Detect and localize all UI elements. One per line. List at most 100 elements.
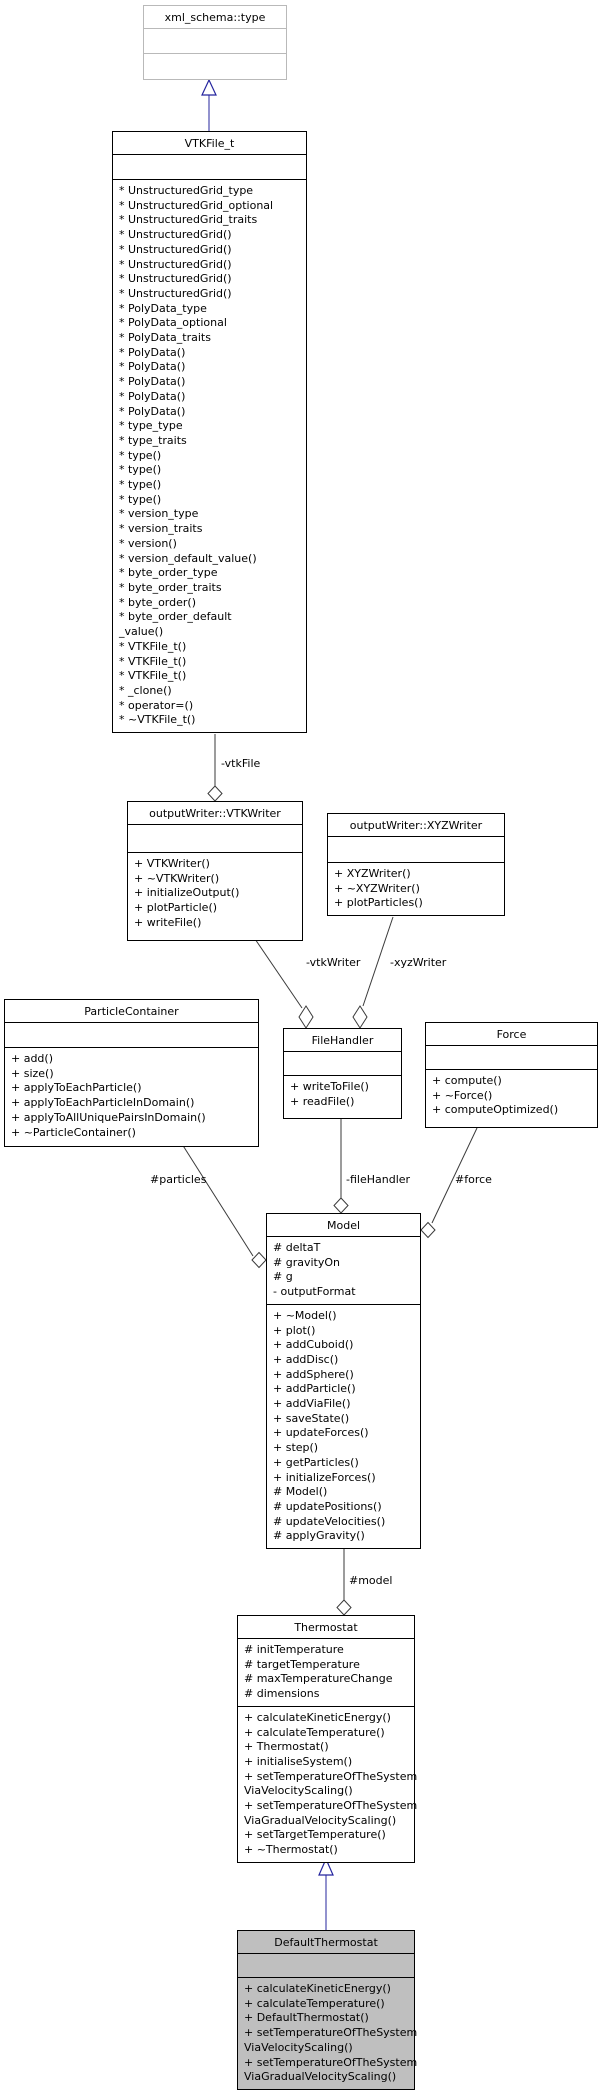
class-box-thermostat[interactable]: Thermostat # initTemperature# targetTemp… <box>237 1615 418 1863</box>
member-line: + applyToEachParticle() <box>11 1081 142 1095</box>
member-line: ViaVelocityScaling() <box>244 2040 353 2054</box>
class-box-filehandler[interactable]: FileHandler + writeToFile()+ readFile() <box>283 1028 402 1120</box>
methods-compartment: + VTKWriter()+ ~VTKWriter()+ initializeO… <box>128 853 302 940</box>
member-line: # g <box>273 1270 293 1284</box>
attributes-compartment <box>5 1023 258 1048</box>
aggregation-diamond-icon <box>333 1197 349 1214</box>
methods-compartment: + writeToFile()+ readFile() <box>284 1076 401 1118</box>
member-line: * PolyData() <box>119 345 186 359</box>
class-title: FileHandler <box>284 1029 401 1052</box>
member-line: + calculateTemperature() <box>244 1996 385 2010</box>
member-line: + initializeForces() <box>273 1470 376 1484</box>
member-line: + ~XYZWriter() <box>334 881 420 895</box>
member-line: ViaGradualVelocityScaling() <box>244 2070 397 2084</box>
inheritance-arrow-icon <box>201 78 217 96</box>
member-line: + DefaultThermostat() <box>244 2011 369 2025</box>
class-title: Force <box>426 1023 597 1046</box>
member-line: * version() <box>119 536 177 550</box>
member-line: * VTKFile_t() <box>119 639 187 653</box>
member-line: + readFile() <box>290 1094 355 1108</box>
member-line: * version_type <box>119 507 199 521</box>
class-box-particlecontainer[interactable]: ParticleContainer + add()+ size()+ apply… <box>4 999 259 1148</box>
member-line: * PolyData() <box>119 360 186 374</box>
aggregation-diamond-icon <box>336 1599 352 1616</box>
member-line: + VTKWriter() <box>134 857 210 870</box>
class-box-xyzwriter[interactable]: outputWriter::XYZWriter + XYZWriter()+ ~… <box>327 813 505 917</box>
attributes-compartment: # initTemperature# targetTemperature# ma… <box>238 1639 414 1707</box>
member-line: + addDisc() <box>273 1352 339 1366</box>
attributes-compartment <box>426 1046 597 1070</box>
edge-label-force: #force <box>455 1173 492 1186</box>
member-line: * byte_order_traits <box>119 580 222 594</box>
member-line: + applyToEachParticleInDomain() <box>11 1096 195 1110</box>
attributes-compartment <box>284 1052 401 1076</box>
member-line: * PolyData_type <box>119 301 207 315</box>
member-line: + setTemperatureOfTheSystem <box>244 1799 418 1813</box>
methods-compartment: + add()+ size()+ applyToEachParticle()+ … <box>5 1048 258 1146</box>
member-line: + calculateKineticEnergy() <box>244 1982 391 1995</box>
class-box-vtkwriter[interactable]: outputWriter::VTKWriter + VTKWriter()+ ~… <box>127 801 303 941</box>
class-title: DefaultThermostat <box>238 1931 414 1954</box>
member-line: + step() <box>273 1441 319 1455</box>
methods-compartment <box>144 54 286 79</box>
member-line: + Thermostat() <box>244 1740 329 1754</box>
member-line: + calculateKineticEnergy() <box>244 1710 391 1724</box>
attributes-compartment: # deltaT# gravityOn# g- outputFormat <box>267 1237 420 1305</box>
member-line: + compute() <box>432 1074 502 1087</box>
edge-label-particles: #particles <box>150 1173 207 1186</box>
attributes-compartment <box>128 825 302 853</box>
member-line: * version_default_value() <box>119 551 257 565</box>
member-line: + addSphere() <box>273 1367 354 1381</box>
member-line: * operator=() <box>119 698 194 712</box>
edge-label-xyzwriter: -xyzWriter <box>390 956 447 969</box>
member-line: + initializeOutput() <box>134 886 240 900</box>
methods-compartment: + ~Model()+ plot()+ addCuboid()+ addDisc… <box>267 1305 420 1548</box>
member-line: - outputFormat <box>273 1285 356 1299</box>
member-line: * type() <box>119 463 162 477</box>
member-line: * _clone() <box>119 683 172 697</box>
member-line: * version_traits <box>119 522 203 536</box>
member-line: * VTKFile_t() <box>119 654 187 668</box>
edge-vtkwriter <box>252 935 303 1009</box>
class-box-model[interactable]: Model # deltaT# gravityOn# g- outputForm… <box>266 1213 421 1550</box>
member-line: # gravityOn <box>273 1255 340 1269</box>
methods-compartment: + XYZWriter()+ ~XYZWriter()+ plotParticl… <box>328 863 504 915</box>
member-line: * type_type <box>119 419 183 433</box>
member-line: + applyToAllUniquePairsInDomain() <box>11 1110 206 1124</box>
attributes-compartment <box>238 1954 414 1978</box>
member-line: + saveState() <box>273 1411 350 1425</box>
member-line: + setTemperatureOfTheSystem <box>244 2026 418 2040</box>
member-line: * PolyData() <box>119 375 186 389</box>
class-title: Thermostat <box>238 1616 414 1639</box>
member-line: _value() <box>119 625 164 639</box>
member-line: * byte_order_type <box>119 566 218 580</box>
aggregation-diamond-icon <box>420 1221 436 1239</box>
member-line: # targetTemperature <box>244 1657 360 1671</box>
edge-label-model: #model <box>349 1574 393 1587</box>
member-line: # Model() <box>273 1485 328 1499</box>
edge-label-filehandler: -fileHandler <box>346 1173 411 1186</box>
member-line: + computeOptimized() <box>432 1103 559 1117</box>
member-line: # initTemperature <box>244 1643 344 1656</box>
class-title: ParticleContainer <box>5 1000 258 1023</box>
member-line: * byte_order() <box>119 595 196 609</box>
member-line: * PolyData_optional <box>119 316 227 330</box>
class-box-defaultthermostat: DefaultThermostat + calculateKineticEner… <box>237 1930 418 2090</box>
member-line: * VTKFile_t() <box>119 669 187 683</box>
edge-particles <box>181 1143 254 1257</box>
class-box-vtkfile-t[interactable]: VTKFile_t * UnstructuredGrid_type* Unstr… <box>112 131 307 734</box>
member-line: + ~Force() <box>432 1088 493 1102</box>
class-box-force[interactable]: Force + compute()+ ~Force()+ computeOpti… <box>425 1022 598 1129</box>
member-line: + ~ParticleContainer() <box>11 1125 136 1139</box>
member-line: + plot() <box>273 1323 316 1337</box>
member-line: * UnstructuredGrid() <box>119 228 232 242</box>
aggregation-diamond-icon <box>352 1005 368 1029</box>
member-line: + add() <box>11 1052 54 1065</box>
member-line: + writeFile() <box>134 915 202 929</box>
member-line: + getParticles() <box>273 1455 359 1469</box>
member-line: + size() <box>11 1066 54 1080</box>
class-title: outputWriter::XYZWriter <box>328 814 504 837</box>
methods-compartment: * UnstructuredGrid_type* UnstructuredGri… <box>113 180 306 732</box>
member-line: * UnstructuredGrid() <box>119 257 232 271</box>
class-title: VTKFile_t <box>113 132 306 155</box>
